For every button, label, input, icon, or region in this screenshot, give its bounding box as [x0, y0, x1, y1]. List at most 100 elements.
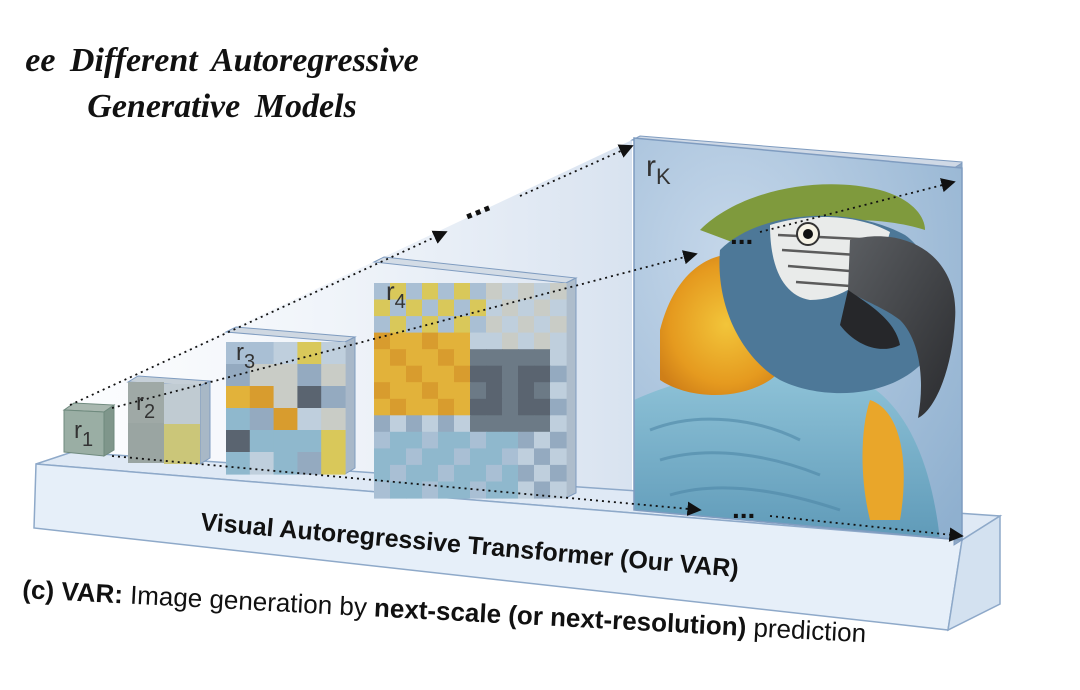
- mosaic-cell: [470, 365, 487, 383]
- mosaic-cell: [438, 415, 455, 433]
- mosaic-cell: [518, 415, 535, 433]
- mosaic-cell: [273, 408, 298, 431]
- mosaic-cell: [470, 316, 487, 334]
- mosaic-cell: [374, 481, 391, 499]
- svg-text:r1: r1: [74, 417, 93, 451]
- mosaic-cell: [454, 448, 471, 466]
- mosaic-cell: [406, 283, 423, 301]
- mosaic-cell: [390, 283, 407, 301]
- mosaic-cell: [321, 386, 346, 409]
- mosaic-cell: [406, 464, 423, 482]
- mosaic-cell: [454, 382, 471, 400]
- r4-subscript: 4: [395, 291, 406, 313]
- mosaic-cell: [406, 365, 423, 383]
- svg-text:r3: r3: [236, 339, 255, 373]
- svg-text:r4: r4: [386, 276, 406, 313]
- mosaic-cell: [454, 464, 471, 482]
- mosaic-cell: [518, 349, 535, 367]
- mosaic-cell: [454, 349, 471, 367]
- mosaic-cell: [470, 382, 487, 400]
- r2-label: r: [136, 389, 144, 416]
- mosaic-cell: [534, 382, 551, 400]
- mosaic-cell: [422, 349, 439, 367]
- scale-rK: rK: [630, 135, 963, 546]
- mosaic-cell: [502, 283, 519, 301]
- mosaic-cell: [374, 316, 391, 334]
- r2-cube-side: [199, 380, 211, 465]
- mosaic-cell: [390, 349, 407, 367]
- arrow-rK-bottom: [769, 515, 964, 542]
- mosaic-cell: [249, 430, 275, 453]
- mosaic-cell: [518, 365, 535, 383]
- mosaic-cell: [422, 398, 439, 416]
- mosaic-cell: [454, 398, 471, 416]
- r1-cube-face: [63, 409, 105, 457]
- mosaic-cell: [422, 415, 439, 433]
- mosaic-cell: [454, 283, 471, 301]
- mosaic-cell: [297, 386, 322, 409]
- mosaic-cell: [390, 316, 407, 334]
- scale-arrows: [69, 144, 964, 542]
- mosaic-cell: [406, 415, 423, 433]
- mosaic-cell: [297, 342, 322, 365]
- mosaic-cell: [438, 382, 455, 400]
- mosaic-cell: [534, 365, 551, 383]
- mosaic-cell: [249, 452, 275, 475]
- mosaic-cell: [502, 431, 519, 449]
- mosaic-cell: [518, 332, 535, 350]
- mosaic-cell: [273, 452, 298, 475]
- diagram-title: ee Different Autoregressive Generative M…: [0, 38, 452, 130]
- mosaic-cell: [226, 430, 251, 453]
- mosaic-cell: [486, 382, 503, 400]
- mosaic-cell: [550, 431, 567, 449]
- mosaic-cell: [486, 481, 503, 499]
- mosaic-cell: [470, 332, 487, 350]
- mosaic-cell: [518, 431, 535, 449]
- mosaic-cell: [297, 452, 322, 475]
- mosaic-cell: [438, 365, 455, 383]
- mosaic-cell: [374, 464, 391, 482]
- mosaic-cell: [249, 364, 275, 387]
- mosaic-cell: [454, 316, 471, 334]
- mosaic-cell: [297, 408, 322, 431]
- mosaic-cell: [374, 299, 391, 317]
- mosaic-cell: [422, 464, 439, 482]
- mosaic-cell: [550, 332, 567, 350]
- mosaic-cell: [374, 365, 391, 383]
- r3-label: r: [236, 339, 244, 366]
- mosaic-cell: [534, 398, 551, 416]
- mosaic-cell: [406, 481, 423, 499]
- mosaic-cell: [273, 386, 298, 409]
- mosaic-cell: [273, 430, 298, 453]
- mosaic-cell: [518, 283, 535, 301]
- mosaic-cell: [438, 283, 455, 301]
- mosaic-cell: [406, 382, 423, 400]
- mosaic-cell: [438, 464, 455, 482]
- r2-cell-2: [164, 384, 200, 424]
- mosaic-cell: [374, 283, 391, 301]
- mosaic-cell: [390, 448, 407, 466]
- mosaic-cell: [249, 386, 275, 409]
- mosaic-cell: [422, 448, 439, 466]
- r4-pixel-grid: [374, 283, 567, 499]
- mosaic-cell: [550, 299, 567, 317]
- mosaic-cell: [518, 382, 535, 400]
- mosaic-cell: [534, 349, 551, 367]
- rK-label: r: [646, 150, 656, 183]
- mosaic-cell: [390, 365, 407, 383]
- mosaic-cell: [470, 415, 487, 433]
- mosaic-cell: [321, 430, 346, 453]
- mosaic-cell: [550, 316, 567, 334]
- mosaic-cell: [502, 349, 519, 367]
- mosaic-cell: [470, 349, 487, 367]
- mosaic-cell: [406, 448, 423, 466]
- mosaic-cell: [550, 398, 567, 416]
- mosaic-cell: [297, 364, 322, 387]
- mosaic-cell: [438, 431, 455, 449]
- mosaic-cell: [390, 431, 407, 449]
- mosaic-cell: [502, 398, 519, 416]
- mosaic-cell: [518, 481, 535, 499]
- mosaic-cell: [226, 386, 251, 409]
- mosaic-cell: [406, 316, 423, 334]
- mosaic-cell: [486, 431, 503, 449]
